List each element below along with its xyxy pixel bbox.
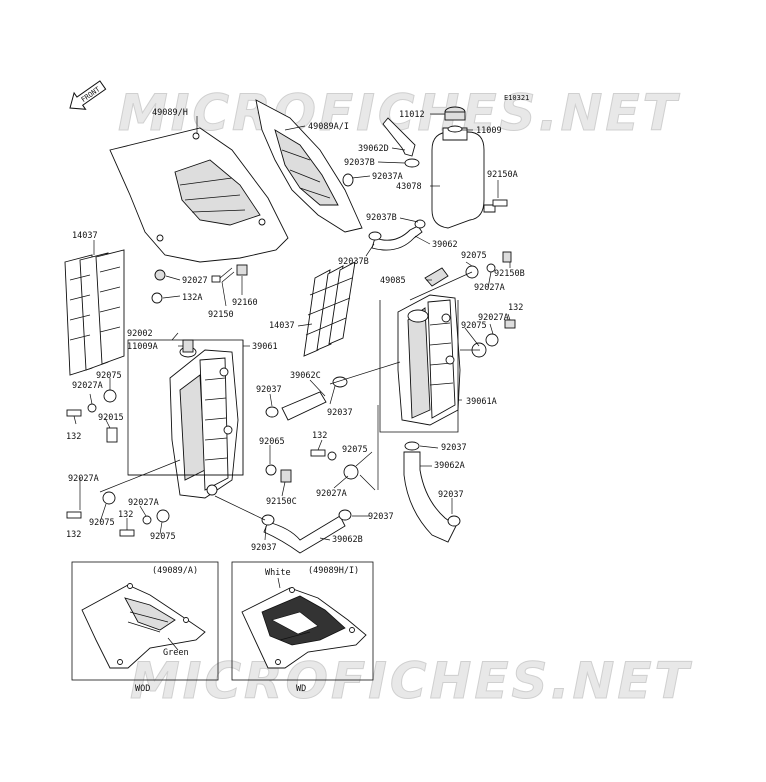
callout-92037-3: 92037	[441, 443, 467, 453]
callout-92075-6: 92075	[150, 532, 176, 542]
callout-11009a: 11009A	[127, 342, 158, 352]
callout-132-4: 132	[118, 510, 133, 520]
callout-92075-2: 92075	[461, 321, 487, 331]
callout-92160: 92160	[232, 298, 258, 308]
callout-92037-4: 92037	[438, 490, 464, 500]
callout-92027a-4: 92027A	[72, 381, 103, 391]
watermark-bottom: MICROFICHES.NET	[130, 652, 693, 710]
callout-39062c: 39062C	[290, 371, 321, 381]
diagram-code: E10321	[504, 94, 529, 102]
hose-39062c	[281, 391, 327, 421]
radiator-shroud-left	[109, 127, 289, 263]
callout-39062d: 39062D	[358, 144, 389, 154]
clamps-92037	[261, 376, 461, 527]
callout-49085: 49085	[380, 276, 406, 286]
callout-92037b-1: 92037B	[344, 158, 375, 168]
callout-39062b: 39062B	[332, 535, 363, 545]
callout-92037a-1: 92037A	[372, 172, 403, 182]
radiator-left	[169, 339, 239, 499]
callout-92150a: 92150A	[487, 170, 518, 180]
callout-132-2: 132	[66, 432, 81, 442]
callout-14037-2: 14037	[269, 321, 295, 331]
callout-92065: 92065	[259, 437, 285, 447]
part-49085	[424, 267, 449, 287]
callout-92027a-6: 92027A	[68, 474, 99, 484]
callout-14037-1: 14037	[72, 231, 98, 241]
callout-92027a-3: 92027A	[478, 313, 509, 323]
callout-92027: 92027	[182, 276, 208, 286]
callout-92027a-5: 92027A	[316, 489, 347, 499]
callout-92150b: 92150B	[494, 269, 525, 279]
inset-a-note: Green	[163, 648, 189, 658]
inset-b-title: (49089H/I)	[308, 566, 359, 576]
callout-labels: 49089/H 49089A/I 11012 11009 39062D 9203…	[66, 108, 525, 553]
radiator-grill-center	[303, 261, 356, 357]
hose-39062d	[382, 117, 416, 157]
callout-92015: 92015	[98, 413, 124, 423]
inset-panel-b: (49089H/I) White WD	[231, 561, 374, 694]
leader-lines	[73, 113, 511, 541]
watermark-top: MICROFICHES.NET	[118, 84, 681, 142]
callout-132-3: 132	[312, 431, 327, 441]
callout-39062a: 39062A	[434, 461, 465, 471]
callout-92150c: 92150C	[266, 497, 297, 507]
callout-11009: 11009	[476, 126, 502, 136]
callout-92037b-3: 92037B	[338, 257, 369, 267]
bracket-box-right	[379, 300, 459, 433]
callout-92037-2: 92037	[327, 408, 353, 418]
hose-39062	[371, 225, 423, 251]
callout-92037b-2: 92037B	[366, 213, 397, 223]
inset-panel-a: (49089/A) Green WOD	[71, 561, 219, 694]
radiator-grill-left	[64, 249, 125, 376]
callout-11012: 11012	[399, 110, 425, 120]
hose-39062a	[403, 451, 457, 543]
callout-49089a-i: 49089A/I	[308, 122, 349, 132]
callout-39061: 39061	[252, 342, 278, 352]
callout-92075-1: 92075	[461, 251, 487, 261]
callout-92150: 92150	[208, 310, 234, 320]
callout-132-1: 132	[508, 303, 523, 313]
inset-b-footer: WD	[296, 684, 306, 694]
radiator-shroud-right	[255, 99, 363, 233]
callout-92075-3: 92075	[96, 371, 122, 381]
callout-39061a: 39061A	[466, 397, 497, 407]
hose-39062b	[263, 515, 346, 554]
callout-92002: 92002	[127, 329, 153, 339]
callout-92027a-7: 92027A	[128, 498, 159, 508]
callout-39062: 39062	[432, 240, 458, 250]
callout-92027a-2: 92027A	[474, 283, 505, 293]
inset-b-note: White	[265, 568, 291, 578]
callout-132-5: 132	[66, 530, 81, 540]
callout-92037-6: 92037	[251, 543, 277, 553]
inset-a-footer: WOD	[135, 684, 150, 694]
inset-a-title: (49089/A)	[152, 566, 198, 576]
callout-92075-5: 92075	[89, 518, 115, 528]
callout-43078: 43078	[396, 182, 422, 192]
reserve-tank	[431, 106, 496, 229]
callout-92037-1: 92037	[256, 385, 282, 395]
radiator-right	[397, 294, 461, 426]
front-arrow-icon: FRONT	[69, 80, 107, 110]
callout-92037-5: 92037	[368, 512, 394, 522]
callout-132a: 132A	[182, 293, 202, 303]
callout-92075-4: 92075	[342, 445, 368, 455]
callout-49089-h: 49089/H	[152, 108, 188, 118]
